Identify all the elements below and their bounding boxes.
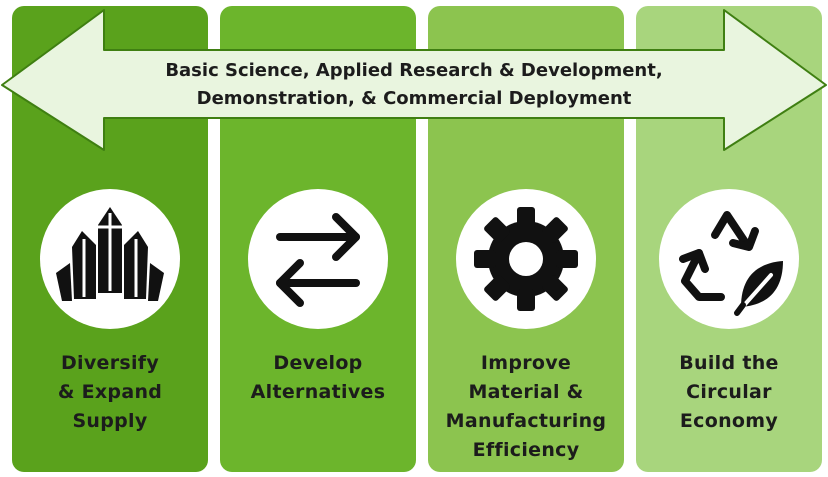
swap-arrows-icon: [276, 213, 360, 307]
label-line: Alternatives: [250, 381, 386, 403]
label-line: Develop: [273, 352, 363, 374]
label-line: Diversify: [60, 352, 160, 374]
label-line: Material &: [468, 381, 584, 403]
gear-icon: [474, 207, 578, 311]
icon-circle: [40, 189, 180, 329]
crystal-icon: [56, 207, 164, 301]
icon-circle: [659, 189, 799, 329]
label-line: Manufacturing: [445, 410, 607, 432]
banner-text: Basic Science, Applied Research & Develo…: [90, 57, 738, 113]
pillar-label: Improve Material & Manufacturing Efficie…: [428, 349, 624, 465]
pillar-label: Develop Alternatives: [220, 349, 416, 407]
recycle-leaf-icon: [679, 211, 783, 316]
icon-circle: [456, 189, 596, 329]
label-line: & Expand: [57, 381, 163, 403]
label-line: Build the: [679, 352, 779, 374]
label-line: Efficiency: [472, 439, 580, 461]
label-line: Supply: [72, 410, 148, 432]
icon-circle: [248, 189, 388, 329]
pillar-label: Build the Circular Economy: [636, 349, 822, 436]
banner-line-2: Demonstration, & Commercial Deployment: [196, 88, 632, 109]
banner-line-1: Basic Science, Applied Research & Develo…: [165, 60, 663, 81]
double-arrow-shape: [1, 9, 827, 151]
double-arrow-banner: [1, 9, 827, 151]
pillar-label: Diversify & Expand Supply: [12, 349, 208, 436]
label-line: Circular: [686, 381, 772, 403]
label-line: Improve: [480, 352, 572, 374]
label-line: Economy: [679, 410, 779, 432]
